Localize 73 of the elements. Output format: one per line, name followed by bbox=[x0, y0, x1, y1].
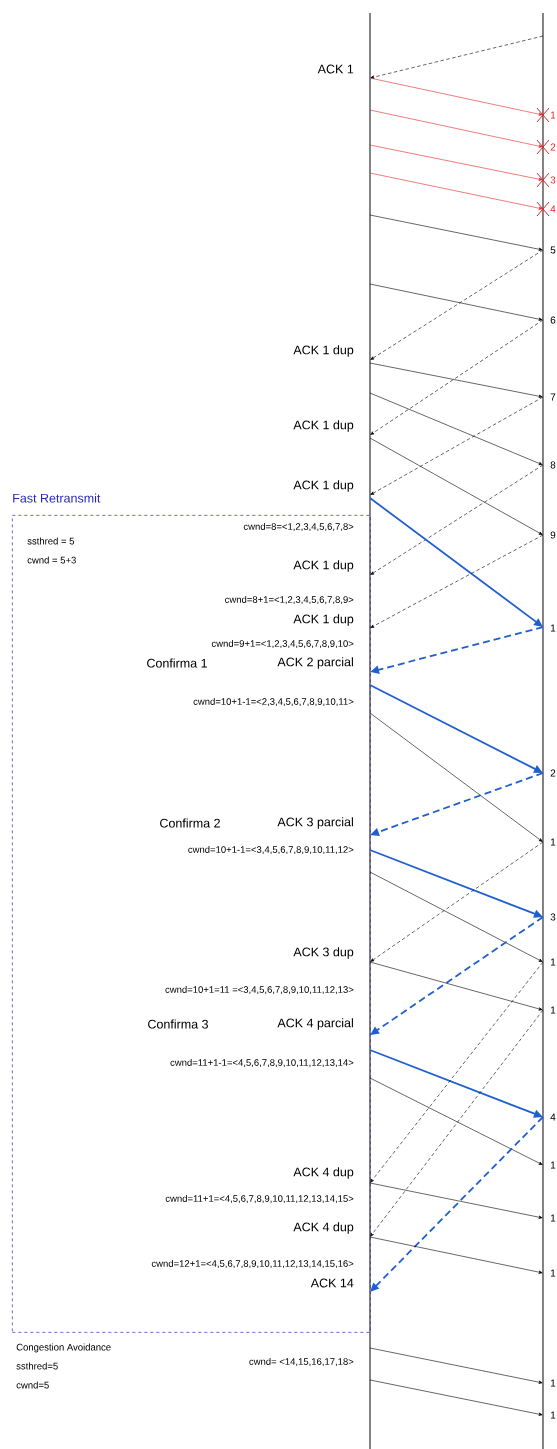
arrow bbox=[369, 1077, 543, 1165]
segment-number: 1 bbox=[550, 624, 556, 632]
arrow bbox=[369, 497, 543, 627]
segment-number: 9 bbox=[550, 531, 556, 539]
ack-label: ACK 4 dup bbox=[293, 1222, 354, 1234]
ack-label: ACK 4 parcial bbox=[277, 1018, 353, 1030]
arrow bbox=[370, 1009, 544, 1237]
arrow bbox=[370, 1116, 544, 1292]
arrow bbox=[369, 1379, 543, 1416]
arrow bbox=[369, 283, 543, 321]
phase-note: cwnd=5 bbox=[16, 1381, 49, 1389]
segment-number: 4 bbox=[550, 1113, 556, 1121]
arrow bbox=[369, 1347, 543, 1384]
window-label: cwnd=12+1=<4,5,6,7,8,9,10,11,12,13,14,15,16> bbox=[151, 1259, 354, 1269]
segment-number: 1 bbox=[550, 838, 556, 846]
window-label: cwnd=8=<1,2,3,4,5,6,7,8> bbox=[243, 522, 354, 532]
ack-label: ACK 4 dup bbox=[293, 1167, 354, 1179]
ack-label: ACK 3 parcial bbox=[277, 817, 353, 829]
phase-note: ssthred=5 bbox=[16, 1362, 58, 1370]
step-label: Confirma 2 bbox=[160, 818, 220, 828]
arrow bbox=[370, 534, 544, 628]
segment-number: 1 bbox=[550, 958, 556, 966]
arrow bbox=[369, 144, 543, 181]
arrow bbox=[369, 109, 543, 148]
arrow bbox=[369, 172, 543, 210]
segment-number: 2 bbox=[550, 769, 556, 777]
segment-number: 1 bbox=[550, 1006, 556, 1014]
arrow bbox=[369, 362, 543, 398]
window-label: cwnd= <14,15,16,17,18> bbox=[249, 1357, 354, 1367]
node-label: Fast Retransmit bbox=[13, 493, 101, 503]
lifeline bbox=[542, 12, 544, 1449]
arrow bbox=[370, 916, 544, 1035]
ack-label: ACK 14 bbox=[310, 1278, 354, 1288]
arrow bbox=[370, 319, 544, 435]
segment-number: 7 bbox=[550, 393, 556, 401]
arrow bbox=[369, 77, 543, 116]
ack-label: ACK 2 parcial bbox=[277, 657, 353, 669]
ack-label: ACK 1 dup bbox=[293, 480, 354, 492]
segment-number: 3 bbox=[550, 913, 556, 921]
window-label: cwnd=10+1-1=<3,4,5,6,7,8,9,10,11,12> bbox=[188, 845, 354, 855]
arrow bbox=[369, 392, 543, 465]
ack-label: ACK 1 bbox=[317, 64, 354, 74]
arrow bbox=[370, 35, 544, 79]
arrow bbox=[370, 961, 544, 1183]
arrow bbox=[369, 1182, 543, 1219]
lifeline bbox=[369, 12, 371, 1449]
arrow bbox=[370, 249, 544, 360]
phase-note: Congestion Avoidance bbox=[16, 1343, 111, 1353]
ack-label: ACK 3 dup bbox=[293, 947, 354, 959]
window-label: cwnd=8+1=<1,2,3,4,5,6,7,8,9> bbox=[225, 595, 354, 605]
ack-label: ACK 1 dup bbox=[293, 345, 354, 357]
ack-label: ACK 1 dup bbox=[293, 420, 354, 432]
arrow bbox=[369, 871, 543, 962]
arrow bbox=[369, 712, 543, 842]
segment-number: 5 bbox=[550, 246, 556, 254]
window-label: cwnd=10+1-1=<2,3,4,5,6,7,8,9,10,11> bbox=[193, 697, 354, 707]
window-label: cwnd=9+1=<1,2,3,4,5,6,7,8,9,10> bbox=[211, 639, 354, 649]
ack-label: ACK 1 dup bbox=[293, 560, 354, 572]
arrow bbox=[370, 841, 544, 962]
window-label: cwnd=10+1=11 =<3,4,5,6,7,8,9,10,11,12,13> bbox=[165, 985, 354, 995]
arrow bbox=[370, 396, 544, 495]
arrow bbox=[369, 961, 543, 1011]
arrow bbox=[370, 464, 544, 575]
window-label: cwnd=11+1=<4,5,6,7,8,9,10,11,12,13,14,15> bbox=[165, 1194, 354, 1204]
arrow bbox=[369, 437, 543, 535]
window-label: cwnd=11+1-1=<4,5,6,7,8,9,10,11,12,13,14> bbox=[170, 1058, 354, 1068]
arrow bbox=[369, 214, 543, 251]
step-label: Confirma 3 bbox=[148, 1019, 208, 1029]
segment-number: 6 bbox=[550, 316, 556, 324]
step-label: Confirma 1 bbox=[147, 658, 207, 668]
arrow bbox=[369, 1236, 543, 1274]
ack-label: ACK 1 dup bbox=[293, 614, 354, 626]
segment-number: 8 bbox=[550, 461, 556, 469]
